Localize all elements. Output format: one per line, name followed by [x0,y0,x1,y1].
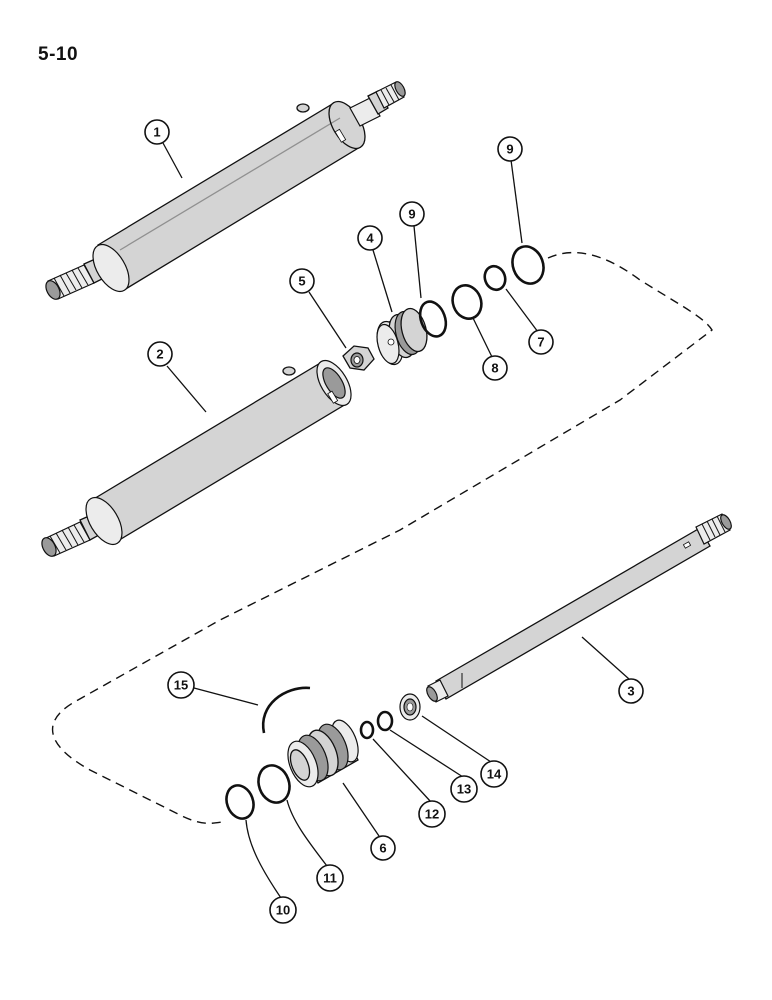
callout-6: 6 [370,835,396,861]
callout-1-label: 1 [153,125,160,140]
callout-8-label: 8 [491,361,498,376]
part-11-ring [257,764,291,804]
part-1-right-stud [375,81,406,109]
callout-8: 8 [482,355,508,381]
callout-15-label: 15 [174,678,188,693]
callout-1: 1 [144,119,170,145]
callout-9-upper-label: 9 [506,142,513,157]
callout-12-label: 12 [425,807,439,822]
part-8-ring [451,284,483,320]
callout-9-lower: 9 [399,201,425,227]
callout-6-label: 6 [379,841,386,856]
assembly-path-line [51,251,713,825]
part-14-seal [399,693,421,721]
part-10-ring [225,784,255,820]
callout-3-label: 3 [627,684,634,699]
part-4-piston [376,307,428,366]
part-9-ring-outer [511,245,545,285]
part-12-ring [359,720,375,740]
callout-9-lower-label: 9 [408,207,415,222]
callout-11-label: 11 [323,871,337,886]
callout-5: 5 [289,268,315,294]
callout-12: 12 [418,800,446,828]
part-7-ring [483,264,507,292]
callout-7-label: 7 [537,335,544,350]
callout-10: 10 [269,896,297,924]
leader-lines [162,142,630,899]
callout-11: 11 [316,864,344,892]
callout-14-label: 14 [487,767,502,782]
callout-5-label: 5 [298,274,305,289]
callout-4: 4 [357,225,383,251]
part-13-ring [376,710,394,732]
callout-3: 3 [618,678,644,704]
callout-15: 15 [167,671,195,699]
callout-13: 13 [450,775,478,803]
part-3-piston-rod [426,513,732,703]
callout-4-label: 4 [366,231,374,246]
callout-14: 14 [480,760,508,788]
part-6-gland [287,719,359,788]
callout-7: 7 [528,329,554,355]
callout-13-label: 13 [457,782,471,797]
part-1-cylinder-assembly [45,81,406,300]
page-number: 5-10 [38,44,79,65]
part-9-ring-inner [418,300,448,338]
callout-2-label: 2 [156,347,163,362]
part-15-snap-ring [261,686,311,734]
part-2-cylinder-barrel [41,359,352,557]
callout-10-label: 10 [276,903,290,918]
callout-2: 2 [147,341,173,367]
part-5-nut [342,345,375,371]
callout-9-upper: 9 [497,136,523,162]
